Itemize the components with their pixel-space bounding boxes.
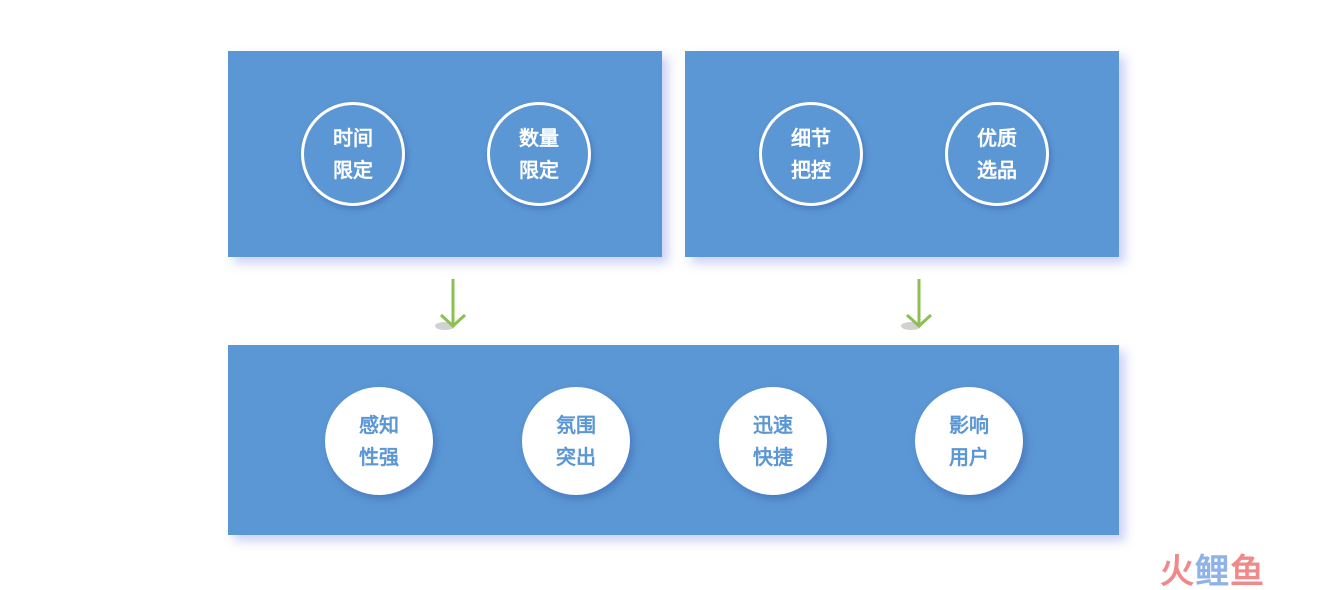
watermark-char: 鱼 bbox=[1230, 552, 1265, 590]
watermark-logo: 火鲤鱼 bbox=[1160, 544, 1265, 590]
node-label-line1: 细节 bbox=[791, 126, 831, 150]
watermark-char: 火 bbox=[1160, 552, 1195, 590]
node-label-line1: 迅速 bbox=[753, 413, 793, 437]
watermark-char: 鲤 bbox=[1195, 552, 1230, 590]
node-label-line1: 时间 bbox=[333, 126, 373, 150]
node-label-line1: 数量 bbox=[519, 126, 559, 150]
top-right-panel: 细节 把控 优质 选品 bbox=[685, 51, 1119, 257]
node-detail-control: 细节 把控 bbox=[759, 102, 863, 206]
node-atmosphere: 氛围 突出 bbox=[522, 387, 630, 495]
node-label-line2: 限定 bbox=[333, 158, 373, 182]
node-quantity-limit: 数量 限定 bbox=[487, 102, 591, 206]
node-label-line1: 影响 bbox=[949, 413, 989, 437]
node-label-line2: 选品 bbox=[977, 158, 1017, 182]
node-quality-selection: 优质 选品 bbox=[945, 102, 1049, 206]
node-label-line2: 快捷 bbox=[753, 445, 793, 469]
node-label-line2: 把控 bbox=[791, 158, 831, 182]
node-label-line2: 限定 bbox=[519, 158, 559, 182]
node-label-line1: 氛围 bbox=[556, 413, 596, 437]
down-arrow-icon bbox=[435, 279, 467, 330]
node-label-line1: 感知 bbox=[359, 413, 399, 437]
node-time-limit: 时间 限定 bbox=[301, 102, 405, 206]
node-strong-perception: 感知 性强 bbox=[325, 387, 433, 495]
node-fast: 迅速 快捷 bbox=[719, 387, 827, 495]
node-influence-users: 影响 用户 bbox=[915, 387, 1023, 495]
node-label-line2: 性强 bbox=[359, 445, 399, 469]
node-label-line2: 用户 bbox=[949, 445, 989, 469]
down-arrow-icon bbox=[901, 279, 933, 330]
top-left-panel: 时间 限定 数量 限定 bbox=[228, 51, 662, 257]
bottom-panel: 感知 性强 氛围 突出 迅速 快捷 影响 用户 bbox=[228, 345, 1119, 535]
node-label-line1: 优质 bbox=[977, 126, 1017, 150]
node-label-line2: 突出 bbox=[556, 445, 596, 469]
